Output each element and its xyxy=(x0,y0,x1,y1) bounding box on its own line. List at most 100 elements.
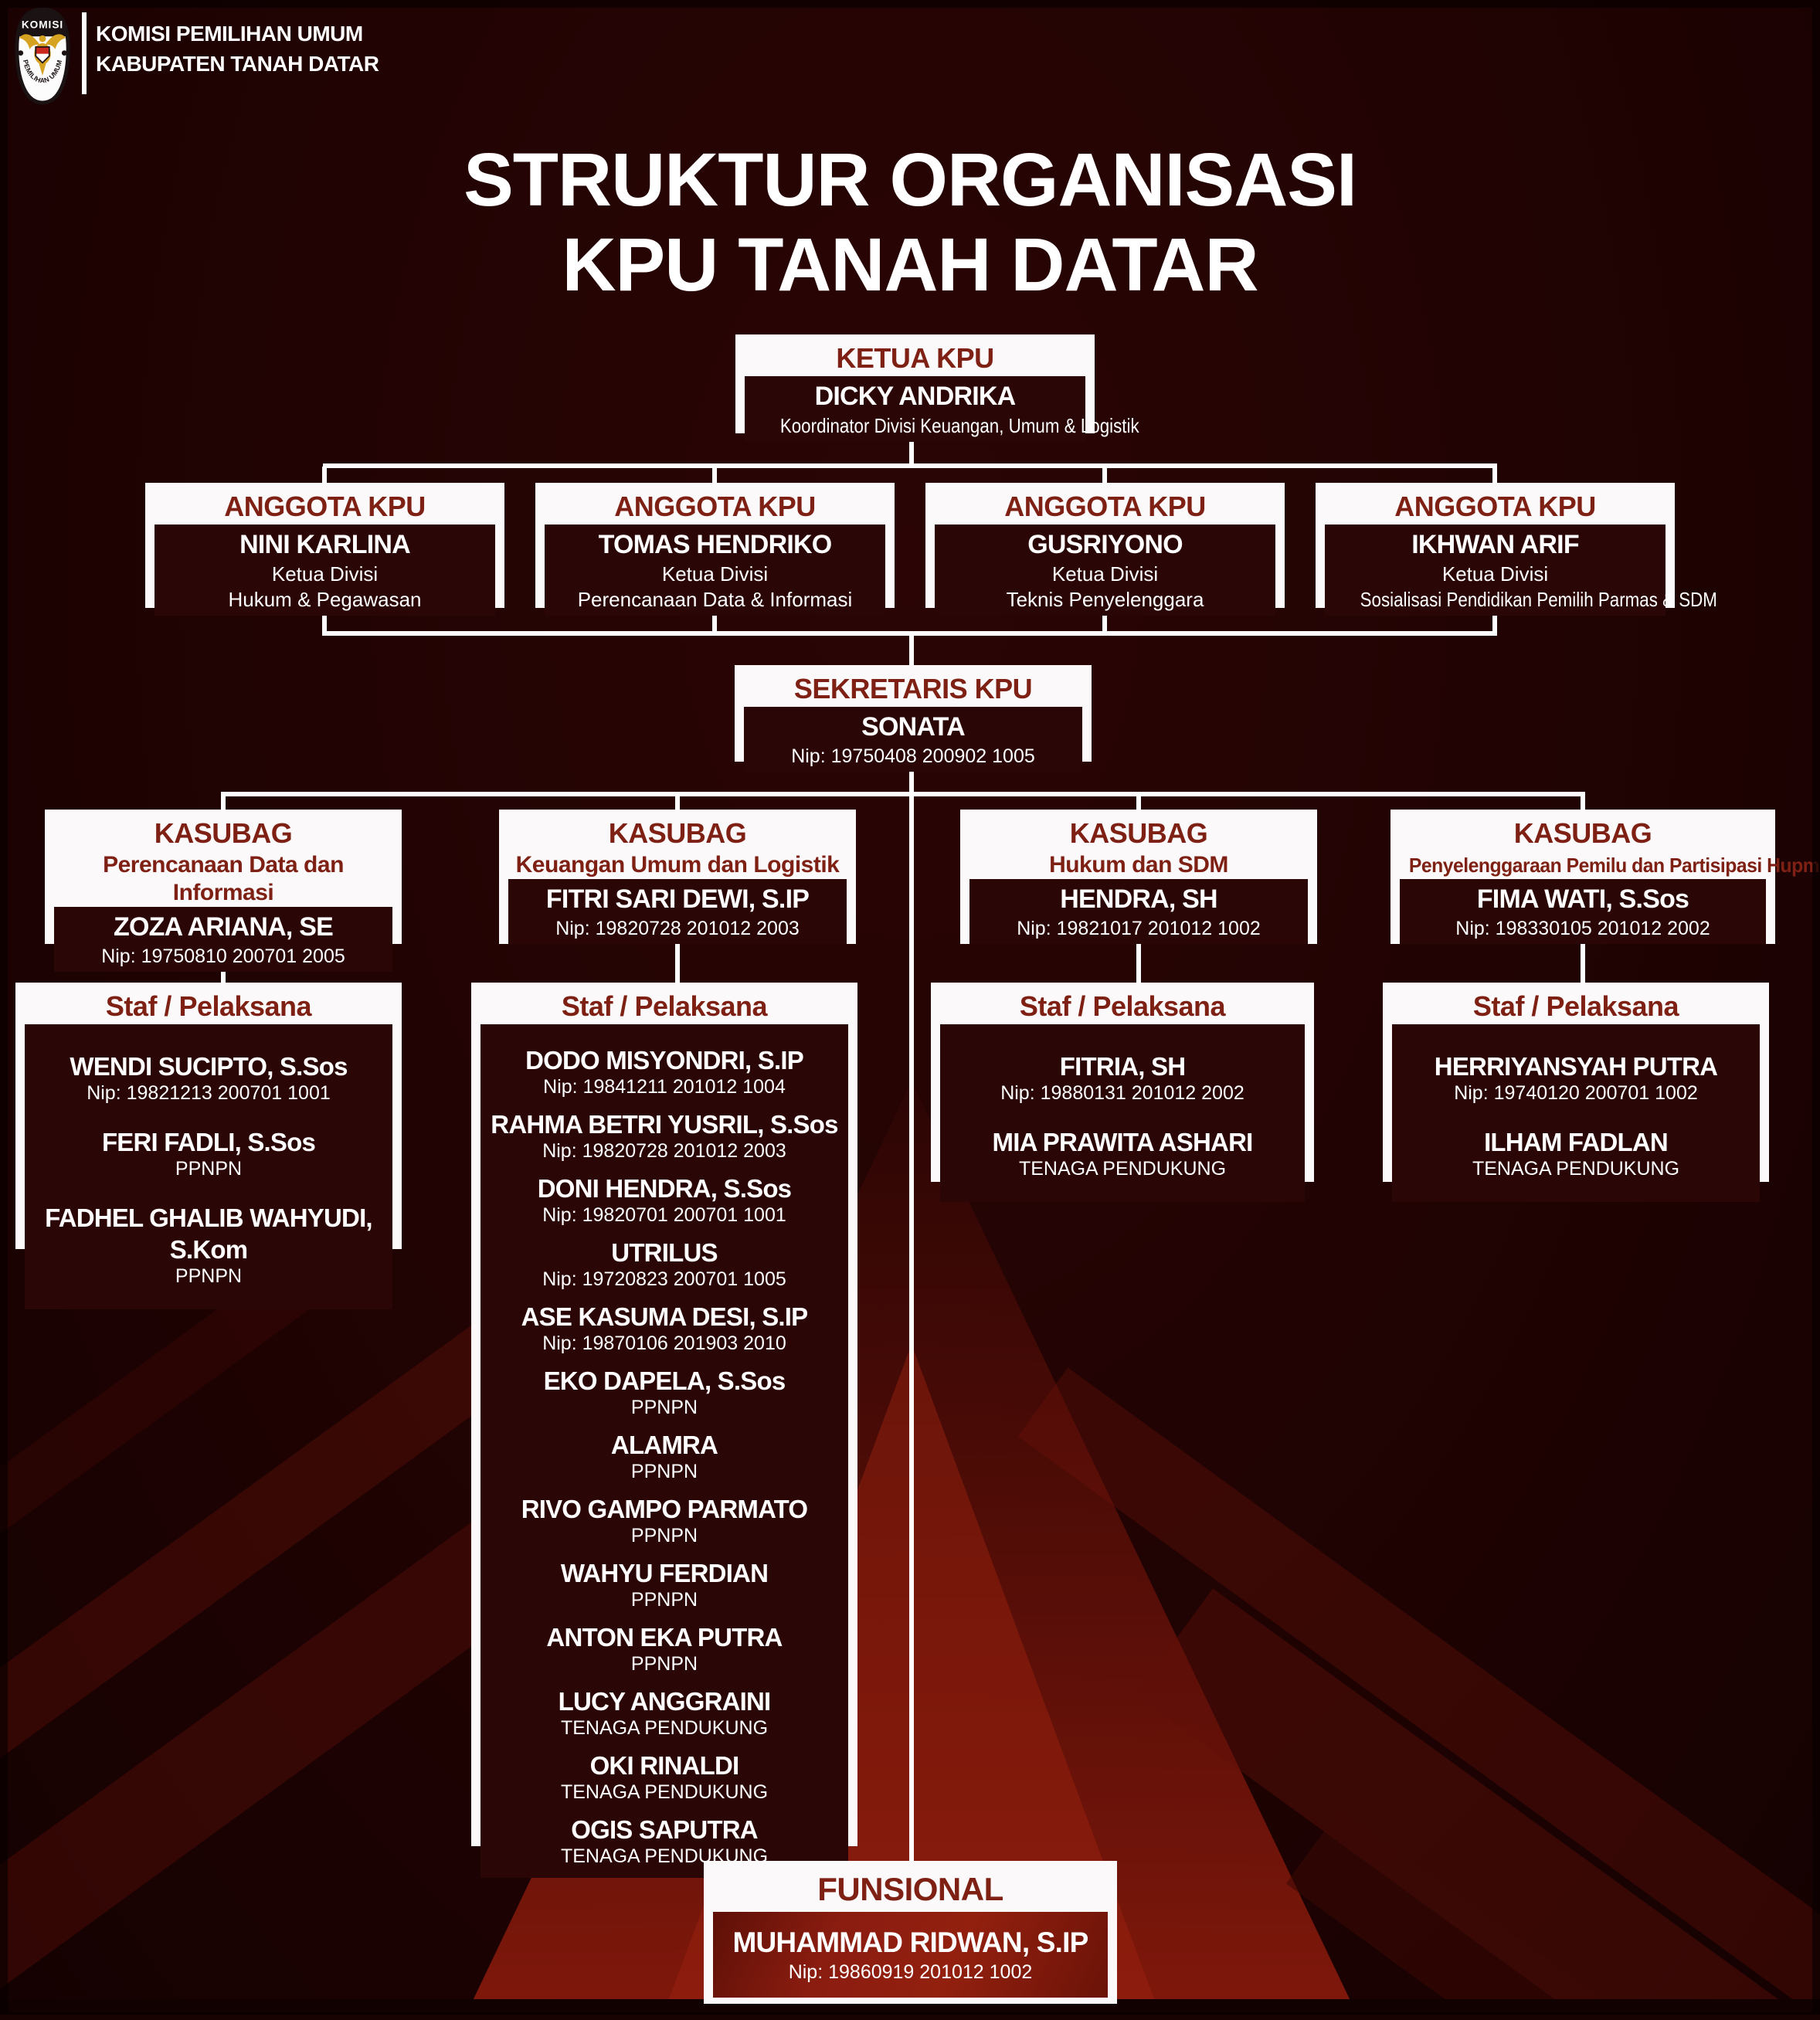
person-name: ANTON EKA PUTRA xyxy=(546,1623,783,1652)
node-title: ANGGOTA KPU xyxy=(614,491,816,522)
person-role: Ketua Divisi xyxy=(1051,562,1159,586)
node-title: FUNSIONAL xyxy=(817,1871,1003,1907)
node-title: Staf / Pelaksana xyxy=(1472,990,1679,1022)
person-nip: Nip: 19820701 200701 1001 xyxy=(542,1204,786,1226)
node-anggota-3: ANGGOTA KPU GUSRIYONO Ketua Divisi Tekni… xyxy=(925,483,1285,616)
person-nip: Nip: 19720823 200701 1005 xyxy=(542,1268,786,1290)
node-anggota-1: ANGGOTA KPU NINI KARLINA Ketua Divisi Hu… xyxy=(145,483,504,616)
node-title: SEKRETARIS KPU xyxy=(793,673,1033,704)
person-nip: Nip: 19821017 201012 1002 xyxy=(1017,918,1261,939)
node-body: FIMA WATI, S.Sos Nip: 198330105 201012 2… xyxy=(1400,879,1766,944)
person-nip: Nip: 19740120 200701 1002 xyxy=(1454,1082,1698,1104)
list-item: DONI HENDRA, S.Sos Nip: 19820701 200701 … xyxy=(480,1173,848,1227)
connector-line xyxy=(221,795,226,813)
connector-line xyxy=(1492,605,1497,636)
person-nip: Nip: 19750408 200902 1005 xyxy=(791,745,1035,767)
person-status: PPNPN xyxy=(630,1589,698,1611)
person-name: UTRILUS xyxy=(611,1238,718,1267)
list-item: FITRIA, SH Nip: 19880131 201012 2002 xyxy=(940,1051,1305,1105)
node-subtitle: Keuangan Umum dan Logistik xyxy=(515,852,840,878)
bottom-edge xyxy=(0,2015,1820,2020)
person-status: TENAGA PENDUKUNG xyxy=(560,1781,769,1803)
person-name: RIVO GAMPO PARMATO xyxy=(521,1495,808,1523)
org-name-line2: KABUPATEN TANAH DATAR xyxy=(96,52,379,76)
person-name: NINI KARLINA xyxy=(239,530,411,559)
node-staf-4: Staf / Pelaksana HERRIYANSYAH PUTRA Nip:… xyxy=(1383,983,1769,1202)
connector-line xyxy=(1102,605,1107,636)
connector-line xyxy=(1492,467,1497,485)
person-name: HERRIYANSYAH PUTRA xyxy=(1434,1052,1718,1081)
node-subtitle: Hukum dan SDM xyxy=(1049,852,1228,878)
node-title: Staf / Pelaksana xyxy=(105,990,312,1022)
person-role: Ketua Divisi xyxy=(271,562,379,586)
node-title: ANGGOTA KPU xyxy=(1004,491,1206,522)
person-name: OGIS SAPUTRA xyxy=(571,1815,758,1844)
node-kasubag-3: KASUBAG Hukum dan SDM HENDRA, SH Nip: 19… xyxy=(960,810,1317,944)
person-name: FERI FADLI, S.Sos xyxy=(101,1128,316,1156)
connector-line xyxy=(675,795,680,813)
person-name: TOMAS HENDRIKO xyxy=(598,530,833,559)
connector-line xyxy=(323,463,1497,468)
node-body: TOMAS HENDRIKO Ketua Divisi Perencanaan … xyxy=(545,525,885,616)
list-item: LUCY ANGGRAINI TENAGA PENDUKUNG xyxy=(480,1686,848,1740)
node-anggota-4: ANGGOTA KPU IKHWAN ARIF Ketua Divisi Sos… xyxy=(1316,483,1717,616)
connector-line xyxy=(909,760,914,795)
person-name: MUHAMMAD RIDWAN, S.IP xyxy=(732,1926,1088,1958)
node-staf-2: Staf / Pelaksana DODO MISYONDRI, S.IP Ni… xyxy=(471,983,857,1878)
person-name: DODO MISYONDRI, S.IP xyxy=(525,1046,804,1075)
staff-list: DODO MISYONDRI, S.IP Nip: 19841211 20101… xyxy=(480,1024,848,1878)
person-name: LUCY ANGGRAINI xyxy=(558,1687,772,1716)
person-name: SONATA xyxy=(861,712,966,742)
bottom-strip xyxy=(0,1999,1820,2015)
person-division: Sosialisasi Pendidikan Pemilih Parmas & … xyxy=(1360,588,1717,611)
connector-line xyxy=(675,942,680,986)
person-nip: Nip: 19860919 201012 1002 xyxy=(788,1961,1033,1983)
list-item: OKI RINALDI TENAGA PENDUKUNG xyxy=(480,1750,848,1804)
node-body: DICKY ANDRIKA Koordinator Divisi Keuanga… xyxy=(745,376,1139,442)
node-body: HENDRA, SH Nip: 19821017 201012 1002 xyxy=(969,879,1308,944)
staff-list: WENDI SUCIPTO, S.Sos Nip: 19821213 20070… xyxy=(25,1024,392,1309)
person-name: FIMA WATI, S.Sos xyxy=(1476,884,1689,914)
person-division: Perencanaan Data & Informasi xyxy=(577,588,853,611)
node-body: SONATA Nip: 19750408 200902 1005 xyxy=(744,707,1082,772)
person-nip: Nip: 198330105 201012 2002 xyxy=(1455,918,1710,939)
person-nip: Nip: 19841211 201012 1004 xyxy=(543,1076,786,1098)
list-item: FERI FADLI, S.Sos PPNPN xyxy=(25,1126,392,1180)
person-name: RAHMA BETRI YUSRIL, S.Sos xyxy=(491,1110,838,1139)
connector-line xyxy=(221,792,1585,796)
person-role: Ketua Divisi xyxy=(661,562,769,586)
header-divider-bar xyxy=(82,12,87,94)
node-title: ANGGOTA KPU xyxy=(1394,491,1596,522)
node-body: IKHWAN ARIF Ketua Divisi Sosialisasi Pen… xyxy=(1325,525,1717,616)
person-name: ALAMRA xyxy=(610,1431,718,1459)
connector-line xyxy=(322,467,327,485)
person-status: PPNPN xyxy=(630,1653,698,1675)
connector-line xyxy=(1581,795,1585,813)
person-status: PPNPN xyxy=(630,1397,698,1418)
connector-line xyxy=(712,605,717,636)
node-funsional: FUNSIONAL MUHAMMAD RIDWAN, S.IP Nip: 198… xyxy=(704,1861,1117,2004)
person-name: WENDI SUCIPTO, S.Sos xyxy=(70,1052,348,1081)
node-title: Staf / Pelaksana xyxy=(561,990,768,1022)
node-kasubag-2: KASUBAG Keuangan Umum dan Logistik FITRI… xyxy=(499,810,856,944)
node-kasubag-1: KASUBAG Perencanaan Data dan Informasi Z… xyxy=(45,810,402,972)
person-name: EKO DAPELA, S.Sos xyxy=(543,1366,786,1395)
node-body: ZOZA ARIANA, SE Nip: 19750810 200701 200… xyxy=(54,907,392,972)
person-role: Koordinator Divisi Keuangan, Umum & Logi… xyxy=(779,414,1139,437)
person-division: Teknis Penyelenggara xyxy=(1006,588,1204,611)
node-body: FITRI SARI DEWI, S.IP Nip: 19820728 2010… xyxy=(508,879,847,944)
person-division: Hukum & Pegawasan xyxy=(228,588,422,611)
person-status: PPNPN xyxy=(175,1265,243,1287)
node-ketua-kpu: KETUA KPU DICKY ANDRIKA Koordinator Divi… xyxy=(735,334,1139,442)
list-item: RAHMA BETRI YUSRIL, S.Sos Nip: 19820728 … xyxy=(480,1108,848,1163)
org-name: KOMISI PEMILIHAN UMUM KABUPATEN TANAH DA… xyxy=(96,19,379,79)
node-title: KASUBAG xyxy=(1069,817,1208,849)
garuda-eagle-icon xyxy=(19,34,66,76)
list-item: ALAMRA PPNPN xyxy=(480,1429,848,1483)
connector-line xyxy=(1581,942,1585,986)
org-name-line1: KOMISI PEMILIHAN UMUM xyxy=(96,22,363,46)
node-title: KASUBAG xyxy=(608,817,747,849)
person-nip: Nip: 19880131 201012 2002 xyxy=(1000,1082,1244,1104)
node-body: NINI KARLINA Ketua Divisi Hukum & Pegawa… xyxy=(154,525,495,616)
